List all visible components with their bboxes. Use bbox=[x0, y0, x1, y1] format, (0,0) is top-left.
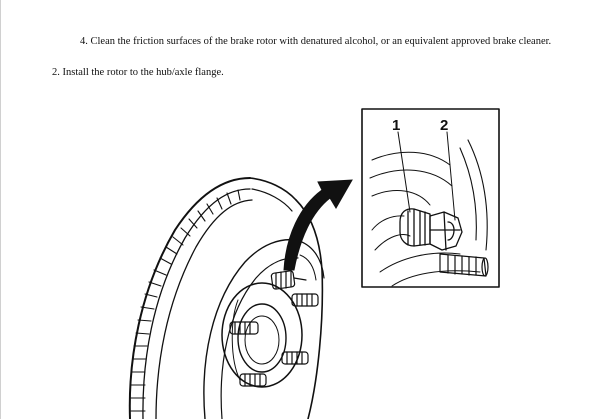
wheel-stud-top bbox=[270, 270, 307, 290]
rotor-cooling-vanes bbox=[130, 189, 241, 412]
wheel-stud-right-lower bbox=[281, 351, 309, 365]
rotor-outer-rim bbox=[128, 177, 297, 419]
step-4-number: 4. bbox=[80, 36, 88, 47]
step-2-instruction: 2. Install the rotor to the hub/axle fla… bbox=[52, 66, 572, 79]
hub-flange bbox=[221, 282, 303, 388]
wheel-stud-right-upper bbox=[291, 293, 319, 307]
step-2-text: Install the rotor to the hub/axle flange… bbox=[62, 67, 224, 78]
detail-inset bbox=[361, 108, 500, 288]
page-edge-rule bbox=[0, 0, 1, 419]
step-2-number: 2. bbox=[52, 67, 60, 78]
callout-number-1: 1 bbox=[392, 117, 400, 134]
detail-lug-nut-2 bbox=[429, 211, 463, 251]
pointer-arrow bbox=[283, 179, 353, 271]
callout-number-2: 2 bbox=[440, 117, 448, 134]
detail-stud-1 bbox=[399, 208, 431, 247]
wheel-stud-left bbox=[229, 321, 259, 335]
callout-1-leader bbox=[397, 131, 411, 213]
detail-stud-extension bbox=[439, 253, 489, 277]
callout-2-leader bbox=[446, 131, 456, 221]
step-4-text: Clean the friction surfaces of the brake… bbox=[90, 36, 552, 47]
step-4-instruction: 4. Clean the friction surfaces of the br… bbox=[80, 35, 560, 48]
wheel-stud-bottom bbox=[239, 373, 267, 387]
